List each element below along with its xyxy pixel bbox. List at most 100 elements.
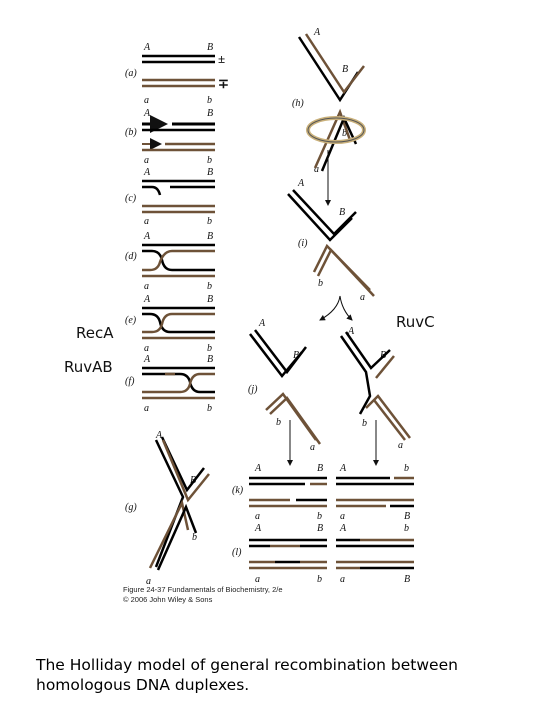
marker-B: B <box>207 354 213 365</box>
marker-B: B <box>342 64 348 75</box>
marker-b: b <box>207 403 212 414</box>
panel-i-label: (i) <box>298 238 308 249</box>
panel-k-label: (k) <box>232 485 244 496</box>
dna-strand <box>254 329 307 375</box>
marker-A: A <box>347 326 355 337</box>
panel-j-label: (j) <box>248 384 258 395</box>
marker-a: a <box>310 442 315 453</box>
dna-strand <box>344 331 391 370</box>
marker-b: b <box>207 95 212 106</box>
panel-g: (g) A B b a <box>125 430 210 587</box>
marker-b: b <box>317 574 322 585</box>
marker-b: b <box>362 418 367 429</box>
figure-caption: The Holliday model of general recombinat… <box>36 656 458 694</box>
panel-d-label: (d) <box>125 251 137 262</box>
marker-b: b <box>207 155 212 166</box>
panel-e-label: (e) <box>125 315 137 326</box>
panel-l-label: (l) <box>232 547 242 558</box>
dna-strand <box>265 392 318 441</box>
dna-strand <box>142 249 215 272</box>
reca-label: RecA <box>76 324 114 342</box>
dna-strand <box>320 114 358 172</box>
marker-b: b <box>318 278 323 289</box>
marker-a: a <box>398 440 403 451</box>
credit-line-2: © 2006 John Wiley & Sons <box>123 595 213 604</box>
arrow-i-to-j-left <box>319 295 341 321</box>
dna-strand <box>154 439 185 568</box>
panel-h-label: (h) <box>292 98 304 109</box>
dna-strand <box>142 312 215 334</box>
marker-A: A <box>339 463 347 474</box>
dna-strand <box>142 249 215 272</box>
marker-A: A <box>339 523 347 534</box>
dna-strand <box>316 247 375 297</box>
marker-B: B <box>293 350 299 361</box>
marker-A: A <box>313 27 321 38</box>
panel-e: (e) A B a b <box>125 294 215 354</box>
marker-A: A <box>254 463 262 474</box>
marker-a: a <box>314 164 319 175</box>
marker-A: A <box>297 178 305 189</box>
dna-strand <box>365 394 411 439</box>
plus-minus-mark: ± <box>218 51 225 66</box>
dna-strand <box>142 185 162 196</box>
marker-B: B <box>404 511 410 522</box>
dna-strand <box>375 355 395 379</box>
panel-k: (k) A B a b A b a B <box>232 463 414 522</box>
figure-credit: Figure 24-37 Fundamentals of Biochemistr… <box>123 585 283 605</box>
marker-a: a <box>255 574 260 585</box>
marker-B: B <box>317 523 323 534</box>
marker-b: b <box>342 128 347 139</box>
marker-b: b <box>404 463 409 474</box>
marker-B: B <box>317 463 323 474</box>
panel-f-label: (f) <box>125 376 135 387</box>
dna-strand <box>269 396 322 445</box>
marker-A: A <box>143 42 151 53</box>
marker-a: a <box>146 576 151 587</box>
dna-strand <box>142 372 215 394</box>
marker-b: b <box>276 417 281 428</box>
marker-b: b <box>404 523 409 534</box>
marker-B: B <box>207 167 213 178</box>
marker-A: A <box>155 430 163 441</box>
marker-b: b <box>317 511 322 522</box>
dna-strand <box>292 189 357 236</box>
marker-B: B <box>404 574 410 585</box>
minus-plus-mark: ∓ <box>218 76 229 91</box>
marker-b: b <box>207 281 212 292</box>
dna-strand <box>287 193 353 242</box>
panel-h: (h) A B b a <box>292 27 366 206</box>
dna-strand <box>142 372 215 394</box>
marker-B: B <box>207 42 213 53</box>
marker-a: a <box>144 216 149 227</box>
marker-A: A <box>143 167 151 178</box>
marker-a: a <box>360 292 365 303</box>
marker-b: b <box>192 532 197 543</box>
panel-i: (i) A B b a <box>287 178 375 321</box>
marker-a: a <box>144 281 149 292</box>
dna-strand <box>313 108 352 169</box>
marker-a: a <box>144 155 149 166</box>
marker-A: A <box>258 318 266 329</box>
dna-strand <box>142 312 215 334</box>
marker-A: A <box>143 108 151 119</box>
marker-a: a <box>340 574 345 585</box>
credit-line-1: Figure 24-37 Fundamentals of Biochemistr… <box>123 585 283 594</box>
dna-strand <box>373 399 406 441</box>
marker-B: B <box>207 231 213 242</box>
arrow-i-to-j-right <box>339 295 353 321</box>
marker-a: a <box>144 95 149 106</box>
panel-l: (l) A B a b A b a B <box>232 523 414 585</box>
ruvc-label: RuvC <box>396 313 435 331</box>
dna-strand <box>307 117 365 143</box>
marker-B: B <box>339 207 345 218</box>
marker-A: A <box>254 523 262 534</box>
marker-A: A <box>143 294 151 305</box>
marker-A: A <box>143 231 151 242</box>
marker-b: b <box>207 216 212 227</box>
panel-c-label: (c) <box>125 193 137 204</box>
marker-a: a <box>255 511 260 522</box>
dna-strand <box>304 33 365 95</box>
panel-g-label: (g) <box>125 502 137 513</box>
